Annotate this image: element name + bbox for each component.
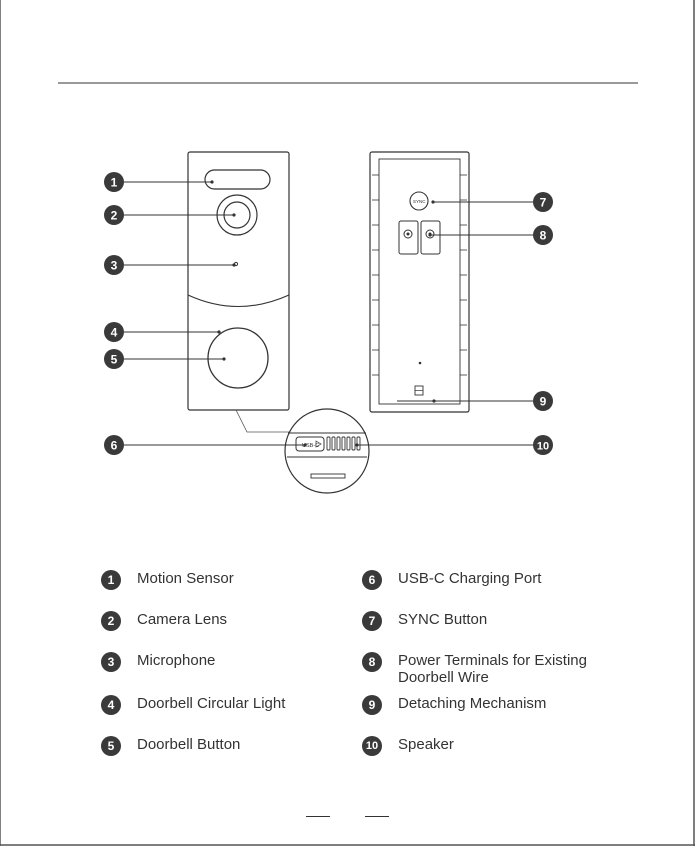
legend-badge-3: 3 [101,652,121,672]
legend-label-7: SYNC Button [398,611,638,628]
callout-badge-8: 8 [533,225,553,245]
legend-item-4: 4 Doorbell Circular Light [101,695,377,715]
svg-text:9: 9 [540,395,547,409]
legend-item-6: 6 USB-C Charging Port [362,570,638,590]
svg-text:2: 2 [111,209,118,223]
legend-badge-9: 9 [362,695,382,715]
zoom-connector [236,410,297,432]
legend-badge-1: 1 [101,570,121,590]
sync-text: SYNC [413,199,426,204]
legend-label-4: Doorbell Circular Light [137,695,377,712]
callout-badge-5: 5 [104,349,124,369]
legend-label-9: Detaching Mechanism [398,695,638,712]
front-view [188,152,289,410]
legend-item-9: 9 Detaching Mechanism [362,695,638,715]
legend-badge-8: 8 [362,652,382,672]
callout-badge-7: 7 [533,192,553,212]
back-small-hole [419,362,422,365]
callout-badge-2: 2 [104,205,124,225]
legend-item-7: 7 SYNC Button [362,611,638,631]
legend-label-10: Speaker [398,736,638,753]
legend-label-5: Doorbell Button [137,736,377,753]
legend-label-8: Power Terminals for Existing Doorbell Wi… [398,652,628,686]
back-view: SYNC [370,152,469,412]
legend-badge-2: 2 [101,611,121,631]
legend-item-8: 8 Power Terminals for Existing Doorbell … [362,652,628,686]
callout-badge-3: 3 [104,255,124,275]
svg-text:1: 1 [111,176,118,190]
legend-badge-7: 7 [362,611,382,631]
legend-label-2: Camera Lens [137,611,377,628]
legend-item-3: 3 Microphone [101,652,377,672]
legend-badge-4: 4 [101,695,121,715]
callout-badge-1: 1 [104,172,124,192]
callout-badge-10: 10 [533,435,553,455]
footer-mark-right [365,816,389,817]
svg-text:6: 6 [111,439,118,453]
motion-sensor [205,170,270,189]
legend-item-10: 10 Speaker [362,736,638,756]
svg-text:3: 3 [111,259,118,273]
zoom-detail: USB-C [285,409,369,493]
doorbell-button [208,328,268,388]
svg-text:4: 4 [111,326,118,340]
zoom-base-slot [311,474,345,478]
legend-badge-5: 5 [101,736,121,756]
speaker-grille [327,437,360,450]
legend-item-2: 2 Camera Lens [101,611,377,631]
svg-text:5: 5 [111,353,118,367]
footer-mark-left [306,816,330,817]
legend-label-6: USB-C Charging Port [398,570,638,587]
legend-item-1: 1 Motion Sensor [101,570,377,590]
callout-badge-9: 9 [533,391,553,411]
svg-text:10: 10 [537,441,549,453]
legend-item-5: 5 Doorbell Button [101,736,377,756]
callout-badge-4: 4 [104,322,124,342]
leader-lines [124,182,533,445]
svg-text:7: 7 [540,196,547,210]
legend-badge-10: 10 [362,736,382,756]
terminal-left-center [407,233,410,236]
legend-badge-6: 6 [362,570,382,590]
svg-text:8: 8 [540,229,547,243]
legend-label-3: Microphone [137,652,377,669]
legend-label-1: Motion Sensor [137,570,377,587]
callout-badge-6: 6 [104,435,124,455]
